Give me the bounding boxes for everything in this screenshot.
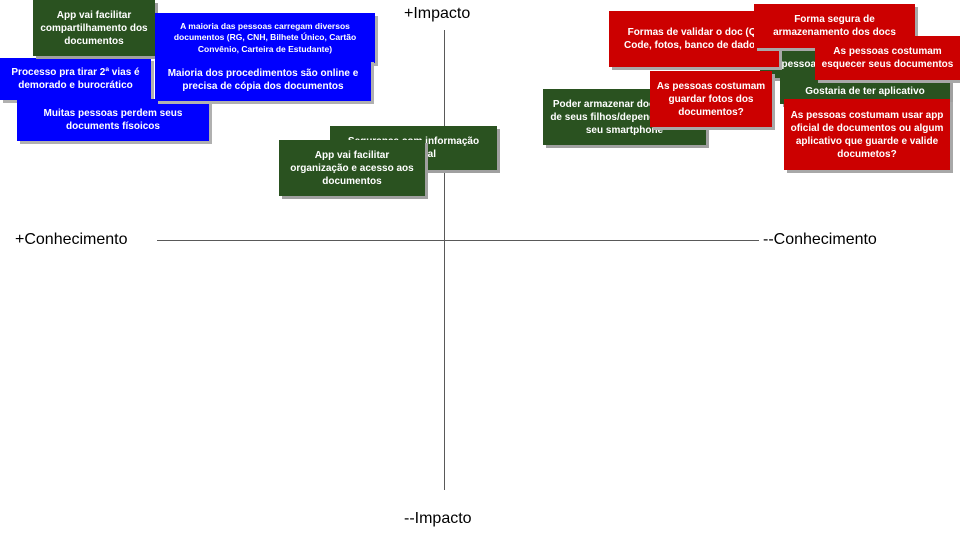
- axis-label-left: +Conhecimento: [15, 231, 128, 248]
- axis-label-top: +Impacto: [404, 5, 471, 22]
- note-text: App vai facilitar organização e acesso a…: [290, 149, 414, 187]
- sticky-note[interactable]: As pessoas costumam guardar fotos dos do…: [650, 71, 772, 127]
- sticky-note[interactable]: As pessoas costumam usar app oficial de …: [784, 99, 950, 170]
- axis-label-bottom: --Impacto: [404, 510, 472, 527]
- note-text: As pessoas costumam guardar fotos dos do…: [656, 80, 766, 118]
- note-text: Poder armazenar documentos de seus filho…: [550, 98, 699, 136]
- note-text: Muitas pessoas perdem seus documents fís…: [43, 108, 183, 132]
- note-text: Processo pra tirar 2ª vias é demorado e …: [11, 67, 140, 91]
- note-text: App vai facilitar compartilhamento dos d…: [40, 9, 148, 47]
- sticky-note[interactable]: Formas de validar o doc (Qr Code, fotos,…: [609, 11, 779, 67]
- sticky-note[interactable]: As pessoas costumam esquecer seus docume…: [815, 36, 960, 80]
- note-text: Gostaria de ter aplicativo: [805, 85, 925, 97]
- vertical-axis: [444, 30, 445, 490]
- sticky-note[interactable]: App vai facilitar compartilhamento dos d…: [33, 0, 155, 56]
- sticky-note[interactable]: Maioria dos procedimentos são online e p…: [155, 59, 371, 101]
- note-text: A maioria das pessoas carregam diversos …: [173, 21, 357, 54]
- note-text: As pessoas costumam usar app oficial de …: [790, 109, 944, 160]
- note-text: Formas de validar o doc (Qr Code, fotos,…: [623, 27, 764, 51]
- note-text: Forma segura de armazenamento dos docs: [773, 14, 896, 38]
- sticky-note[interactable]: Muitas pessoas perdem seus documents fís…: [17, 99, 209, 141]
- sticky-note[interactable]: A maioria das pessoas carregam diversos …: [155, 13, 375, 63]
- horizontal-axis: [157, 240, 759, 241]
- sticky-note[interactable]: App vai facilitar organização e acesso a…: [279, 140, 425, 196]
- note-text: Maioria dos procedimentos são online e p…: [167, 68, 359, 92]
- sticky-note[interactable]: Processo pra tirar 2ª vias é demorado e …: [0, 58, 151, 100]
- note-text: As pessoas costumam esquecer seus docume…: [821, 46, 954, 70]
- axis-label-right: --Conhecimento: [763, 231, 877, 248]
